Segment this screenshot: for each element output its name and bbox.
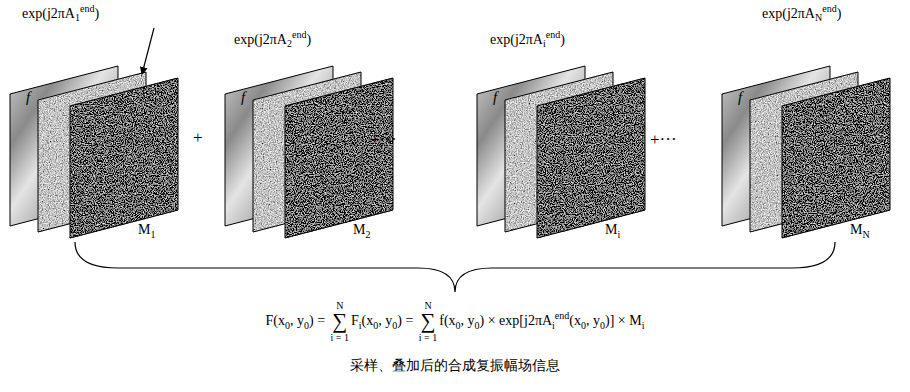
- formula-part: i: [359, 320, 362, 331]
- phase-text: exp(j2πA: [490, 32, 543, 47]
- pointer-arrow: [142, 28, 154, 74]
- curly-brace: [75, 242, 835, 292]
- mask-plane: [537, 78, 645, 238]
- formula-part: , y: [461, 313, 475, 328]
- formula-part: , y: [290, 313, 304, 328]
- formula-part: 0: [456, 320, 461, 331]
- formula-part: (x: [569, 313, 581, 328]
- mask-label: M1: [138, 222, 155, 240]
- formula-part: ) =: [309, 313, 329, 328]
- formula-part: 0: [285, 320, 290, 331]
- phase-factor-label: exp(j2πAiend): [490, 30, 565, 49]
- formula-part: f(x: [439, 313, 455, 328]
- caption: 采样、叠加后的合成复振幅场信息: [0, 357, 910, 375]
- phase-text: ): [837, 6, 842, 21]
- formula-part: 0: [475, 320, 480, 331]
- sum-upper: N: [336, 300, 343, 311]
- phase-text: exp(j2πA: [234, 32, 287, 47]
- phase-superscript: end: [546, 29, 560, 40]
- formula-part: , y: [378, 313, 392, 328]
- operator: +···: [650, 130, 677, 149]
- image-label: f: [738, 88, 742, 106]
- phase-index: 2: [287, 38, 292, 49]
- mask-plane: [285, 78, 393, 238]
- phase-factor-label: exp(j2πANend): [762, 4, 841, 23]
- sum-lower: i = 1: [419, 332, 437, 343]
- sum-sign: ∑: [332, 311, 347, 332]
- mask-index: 2: [365, 229, 370, 240]
- sum-upper: N: [424, 300, 431, 311]
- phase-text: ): [94, 6, 99, 21]
- mask-symbol: M: [850, 222, 862, 237]
- formula-part: (x: [362, 313, 374, 328]
- formula-part: end: [555, 310, 569, 321]
- phase-text: ): [560, 32, 565, 47]
- image-symbol: f: [241, 89, 245, 105]
- phase-superscript: end: [292, 29, 306, 40]
- sum-sign: ∑: [421, 311, 436, 332]
- plus-sign: +···: [370, 130, 397, 150]
- summation: N∑i = 1: [419, 300, 437, 343]
- image-label: f: [26, 88, 30, 106]
- formula-part: i: [552, 320, 555, 331]
- formula-part: ) =: [397, 313, 417, 328]
- phase-index: i: [543, 38, 546, 49]
- formula-part: 0: [581, 320, 586, 331]
- phase-text: ): [306, 32, 311, 47]
- operator: +: [193, 128, 203, 147]
- summation: N∑i = 1: [331, 300, 349, 343]
- formula-part: i: [642, 320, 645, 331]
- mask-plane: [70, 78, 178, 238]
- mask-index: i: [617, 229, 620, 240]
- mask-symbol: M: [605, 222, 617, 237]
- formula-part: 0: [304, 320, 309, 331]
- phase-text: exp(j2πA: [22, 6, 75, 21]
- mask-label: M2: [353, 222, 370, 240]
- mask-label: Mi: [605, 222, 620, 240]
- plus-sign: +: [193, 128, 203, 148]
- mask-index: 1: [150, 229, 155, 240]
- formula-part: 0: [373, 320, 378, 331]
- mask-index: N: [862, 229, 869, 240]
- formula: F(x0, y0) = N∑i = 1Fi(x0, y0) = N∑i = 1f…: [0, 300, 910, 343]
- image-label: f: [493, 88, 497, 106]
- sum-lower: i = 1: [331, 332, 349, 343]
- phase-superscript: end: [80, 3, 94, 14]
- formula-part: )] × M: [605, 313, 642, 328]
- plus-sign: +···: [650, 130, 677, 150]
- phase-superscript: end: [822, 3, 836, 14]
- mask-label: MN: [850, 222, 870, 240]
- phase-index: N: [815, 12, 822, 23]
- phase-index: 1: [75, 12, 80, 23]
- image-symbol: f: [26, 89, 30, 105]
- formula-part: F: [351, 313, 359, 328]
- mask-plane: [782, 78, 890, 238]
- phase-factor-label: exp(j2πA2end): [234, 30, 311, 49]
- image-label: f: [241, 88, 245, 106]
- phase-factor-label: exp(j2πA1end): [22, 4, 99, 23]
- formula-part: , y: [586, 313, 600, 328]
- mask-symbol: M: [353, 222, 365, 237]
- formula-part: ) × exp[j2πA: [480, 313, 553, 328]
- image-symbol: f: [493, 89, 497, 105]
- formula-part: 0: [392, 320, 397, 331]
- operator: +···: [370, 130, 397, 149]
- formula-part: 0: [600, 320, 605, 331]
- phase-text: exp(j2πA: [762, 6, 815, 21]
- mask-symbol: M: [138, 222, 150, 237]
- formula-part: F(x: [266, 313, 285, 328]
- image-symbol: f: [738, 89, 742, 105]
